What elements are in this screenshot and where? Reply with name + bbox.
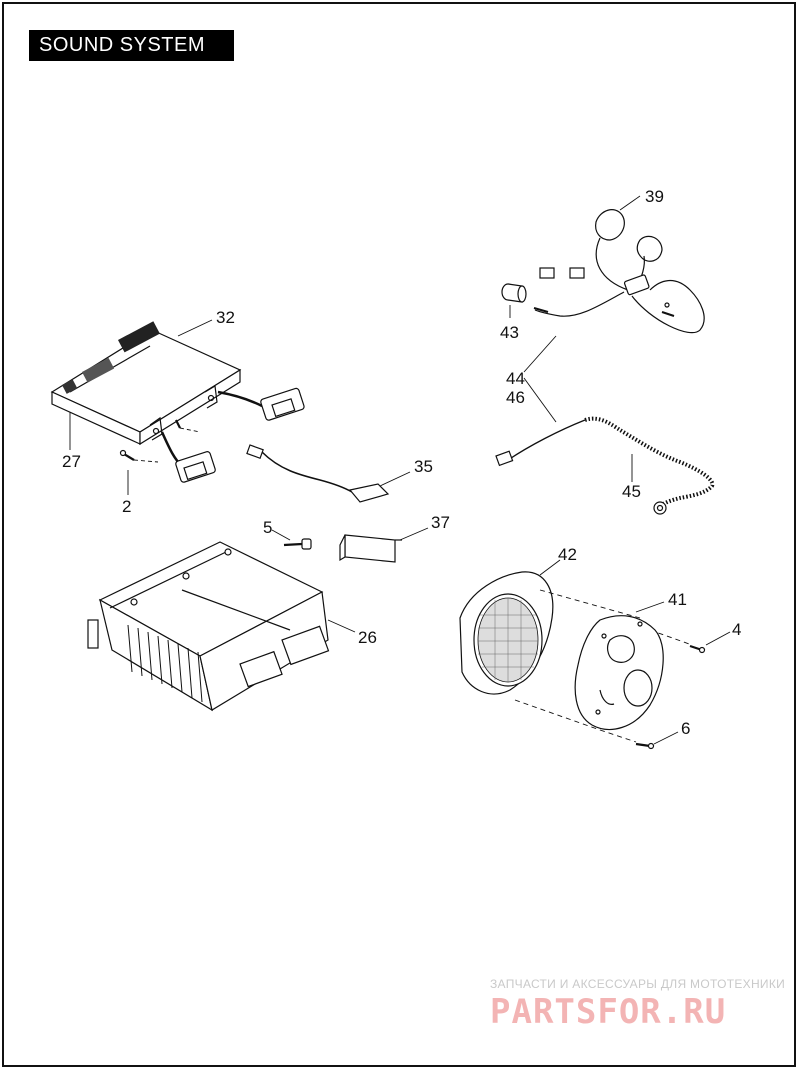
callout-46: 46 (506, 388, 525, 407)
coiled-cord-45[interactable] (495, 416, 715, 515)
callout-27: 27 (62, 452, 81, 471)
callout-45: 45 (622, 482, 641, 501)
watermark-tagline: ЗАПЧАСТИ И АКСЕССУАРЫ ДЛЯ МОТОТЕХНИКИ (490, 977, 786, 991)
screw-4[interactable] (689, 644, 706, 654)
callout-39: 39 (645, 187, 664, 206)
screw-2[interactable] (119, 419, 201, 463)
antenna-cable-35[interactable] (246, 444, 390, 503)
callout-26: 26 (358, 628, 377, 647)
callout-37: 37 (431, 513, 450, 532)
watermark-logo: PARTSFOR.RU (490, 992, 727, 1032)
amplifier-harness[interactable] (160, 387, 305, 483)
bracket-37[interactable] (339, 534, 402, 563)
callout-41: 41 (668, 590, 687, 609)
speaker-housing-42[interactable] (459, 571, 554, 695)
radio-unit-26[interactable] (87, 541, 330, 712)
section-title: SOUND SYSTEM (29, 30, 234, 61)
callout-43: 43 (500, 323, 519, 342)
callout-42: 42 (558, 545, 577, 564)
callout-44: 44 (506, 369, 525, 388)
callout-6: 6 (681, 719, 690, 738)
amplifier-module[interactable] (50, 321, 242, 446)
plug-43[interactable] (501, 283, 527, 303)
callout-32: 32 (216, 308, 235, 327)
callout-5: 5 (263, 518, 272, 537)
headset-39[interactable] (534, 209, 705, 334)
screw-6[interactable] (635, 742, 655, 750)
callout-4: 4 (732, 620, 741, 639)
screw-5[interactable] (283, 538, 312, 550)
callout-2: 2 (122, 497, 131, 516)
speaker-41[interactable] (574, 615, 664, 730)
callout-35: 35 (414, 457, 433, 476)
